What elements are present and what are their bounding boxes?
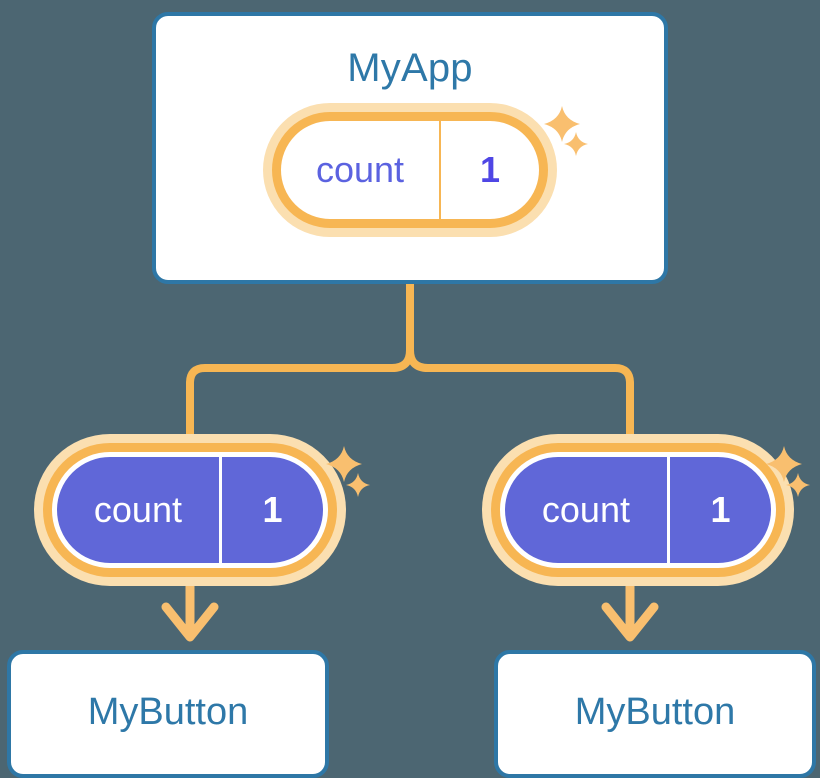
state-value-label: 1: [262, 489, 283, 530]
state-key-label: count: [57, 457, 222, 563]
connector-branch-right: [406, 280, 634, 466]
state-key-label: count: [505, 457, 670, 563]
page-title: MyApp: [347, 46, 473, 90]
connector-branch-left: [186, 280, 414, 466]
state-key-label: count: [281, 121, 441, 219]
arrow-head-left: [161, 602, 219, 642]
state-value-label: 1: [710, 489, 731, 530]
state-value-label: 1: [479, 149, 500, 190]
component-card-mybutton-right[interactable]: MyButton: [494, 650, 816, 778]
state-pill-myapp[interactable]: count 1: [272, 112, 548, 228]
component-title: MyButton: [87, 691, 249, 733]
component-title: MyButton: [574, 691, 736, 733]
state-pill-branch-right[interactable]: count 1: [500, 452, 776, 568]
component-card-mybutton-left[interactable]: MyButton: [7, 650, 329, 778]
arrow-head-right: [601, 602, 659, 642]
state-pill-branch-left[interactable]: count 1: [52, 452, 328, 568]
